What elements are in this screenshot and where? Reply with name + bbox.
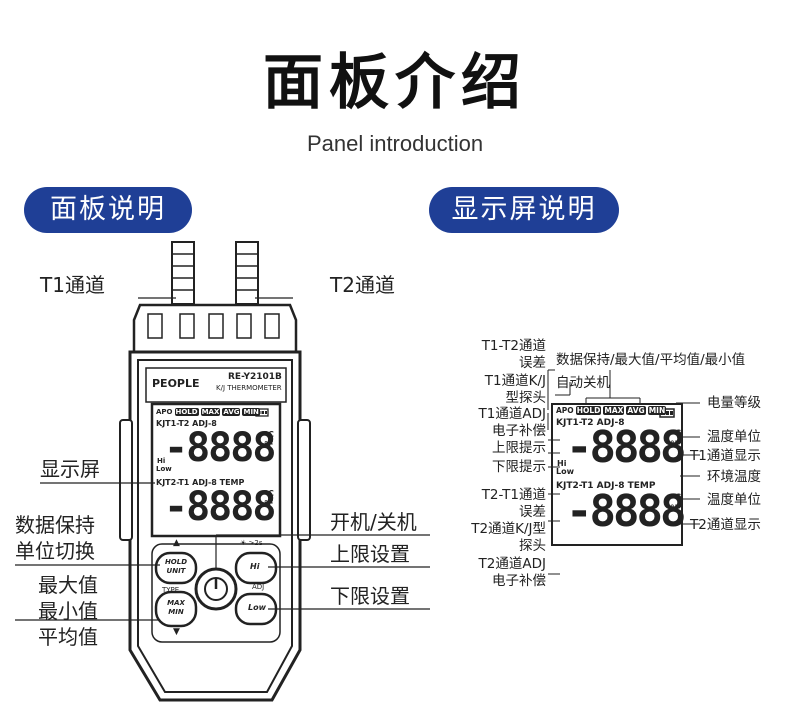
label-auto-off: 自动关机 [556,375,610,391]
lcd-diagram-t2-digits: -8888 [566,486,686,537]
lcd-icon-row: APO HOLD MAX AVG MIN [156,408,260,416]
lcd-diagram-t1-digits: -8888 [566,422,686,473]
lcd-diagram-unit-f-2: °F [670,504,681,514]
label-t1-adj: T1通道ADJ 电子补偿 [478,406,546,439]
brand-logo: PEOPLE [152,377,200,390]
section-pill-panel: 面板说明 [24,187,192,233]
type-label: TYPE [162,586,180,594]
label-t1-channel: T1通道 [40,273,105,297]
down-arrow-icon: ▼ [173,627,180,637]
label-lower-limit: 下限设置 [330,584,410,608]
label-data-hold-max-avg-min: 数据保持/最大值/平均值/最小值 [556,352,746,368]
apo-indicator: APO [156,408,173,416]
low-button-label: Low [248,603,266,612]
hi-button-label: Hi [250,562,260,571]
hold-unit-button[interactable] [154,551,198,585]
label-t2-kj-probe: T2通道K/J型 探头 [471,521,546,554]
t1-probe [171,241,195,305]
label-temp-unit-2: 温度单位 [707,492,761,508]
lcd-unit-c-2: °C [264,489,274,498]
label-battery-level: 电量等级 [707,395,761,411]
lcd-diagram-unit-f: °F [670,440,681,450]
label-lower-alert: 下限提示 [492,459,546,475]
lcd-diagram-row1-label: KJT1-T2 ADJ-8 [556,418,625,428]
max-indicator: MAX [200,408,221,416]
label-power: 开机/关机 [330,510,417,534]
apo-indicator: APO [556,406,574,415]
adj-label: ADJ [252,583,265,591]
lcd-unit-f-2: °F [264,499,274,508]
lcd-diagram-hi: Hi [557,459,567,468]
label-t1-kj-probe: T1通道K/J 型探头 [484,373,546,406]
lcd-unit-f: °F [264,440,274,449]
model-number: RE-Y2101B [228,372,282,382]
max-min-button[interactable] [154,590,198,628]
lcd-row2-label: KJT2-T1 ADJ-8 TEMP [156,478,245,487]
up-arrow-icon: ▲ [173,538,180,548]
lcd-diagram-unit-c: °C [670,429,682,439]
label-t2-adj: T2通道ADJ 电子补偿 [478,556,546,589]
max-indicator: MAX [603,406,625,415]
backlight-hint: ☀ >2s [240,539,263,547]
hold-unit-button-label: HOLD UNIT [164,558,188,575]
device-subtitle: K/J THERMOMETER [216,384,282,392]
label-max: 最大值 [38,573,98,597]
lcd-row1-label: KJT1-T2 ADJ-8 [156,419,217,428]
lcd-t2-digits: -8888 [164,484,276,530]
hi-button[interactable] [234,551,278,585]
lcd-diagram [551,403,683,546]
label-t2-display: T2通道显示 [690,517,761,533]
label-data-hold: 数据保持 [15,513,95,537]
lcd-diagram-low: Low [556,467,574,476]
label-ambient-temp: 环境温度 [707,469,761,485]
page-subtitle: Panel introduction [306,131,484,156]
label-upper-alert: 上限提示 [492,440,546,456]
hold-indicator: HOLD [174,408,199,416]
hold-indicator: HOLD [575,406,602,415]
section-pill-display: 显示屏说明 [429,187,619,233]
max-min-button-label: MAX MIN [167,599,185,616]
label-avg: 平均值 [38,625,98,649]
label-screen: 显示屏 [40,457,100,481]
label-t2-channel: T2通道 [330,273,395,297]
avg-indicator: AVG [222,408,241,416]
label-t2t1-error: T2-T1通道 误差 [481,487,546,520]
lcd-unit-c: °C [264,430,274,439]
label-upper-limit: 上限设置 [330,542,410,566]
lcd-diagram-row2-label: KJT2-T1 ADJ-8 TEMP [556,481,656,491]
label-t1-display: T1通道显示 [690,448,761,464]
min-indicator: MIN [647,406,667,415]
label-temp-unit-1: 温度单位 [707,429,761,445]
label-unit-switch: 单位切换 [15,539,95,563]
avg-indicator: AVG [626,406,646,415]
lcd-diagram-icon-row: APO HOLD MAX AVG MIN [556,406,667,415]
lcd-low: Low [156,465,172,473]
lcd-diagram-unit-c-2: °C [670,493,682,503]
device-lcd [150,402,282,538]
label-t1t2-error: T1-T2通道 误差 [481,338,546,371]
page-title: 面板介绍 [263,48,527,118]
min-indicator: MIN [242,408,260,416]
lcd-t1-digits: -8888 [164,425,276,471]
label-min: 最小值 [38,599,98,623]
t2-probe [235,241,259,305]
lcd-hi: Hi [157,457,166,465]
